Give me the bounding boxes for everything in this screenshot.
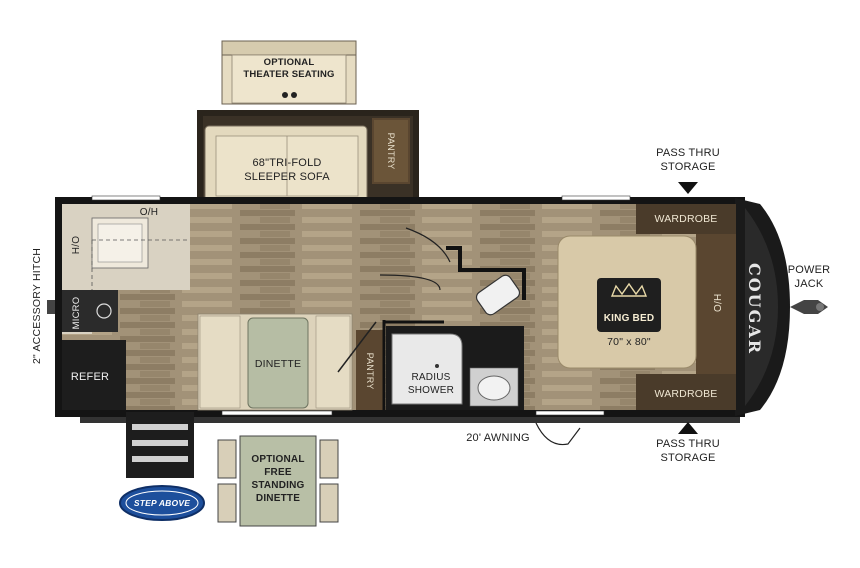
- theater-seating-label: OPTIONAL THEATER SEATING: [232, 57, 346, 81]
- step-above-logo: [119, 485, 205, 521]
- step-above-text: STEP ABOVE: [133, 498, 191, 508]
- arrow-up-icon: [678, 422, 698, 434]
- bedroom: [557, 204, 736, 410]
- toilet: [477, 375, 511, 401]
- pantry-mid-label: PANTRY: [365, 352, 375, 390]
- optional-dinette-line4: DINETTE: [255, 493, 301, 504]
- theater-seating-line1: OPTIONAL: [263, 57, 315, 68]
- sofa-line2: SLEEPER SOFA: [244, 171, 330, 183]
- awning-label: 20' AWNING: [466, 432, 530, 444]
- burner-icon: [96, 303, 112, 319]
- refrigerator: [62, 340, 126, 410]
- cupholder-icon: [282, 92, 288, 98]
- dinette-area: [197, 313, 353, 411]
- cupholder-icon: [291, 92, 297, 98]
- king-bed-badge: [597, 278, 661, 332]
- entry-steps: [126, 412, 194, 478]
- slideout: [197, 110, 419, 212]
- power-jack-line2: JACK: [794, 278, 824, 290]
- wardrobe-bottom-label: WARDROBE: [654, 388, 718, 400]
- accessory-hitch-label: 2" ACCESSORY HITCH: [31, 247, 43, 365]
- pantry-top-label: PANTRY: [386, 132, 396, 170]
- frame-and-awning: [80, 417, 740, 446]
- pass-thru-storage-bottom: PASS THRU STORAGE: [640, 437, 736, 465]
- optional-dinette-label: OPTIONAL FREE STANDING DINETTE: [240, 453, 316, 505]
- power-jack-label: POWER JACK: [782, 263, 836, 291]
- pass-thru-bottom-line1: PASS THRU: [656, 438, 720, 450]
- king-bed-label: KING BED: [603, 313, 655, 324]
- bath-area: [337, 227, 526, 410]
- power-jack-line1: POWER: [787, 264, 831, 276]
- pass-thru-top-line1: PASS THRU: [656, 147, 720, 159]
- kitchen-oh-label: O/H: [139, 207, 159, 218]
- bed-ho-label: H/O: [711, 293, 722, 313]
- microwave-cooktop: [62, 290, 118, 332]
- kitchen: [62, 204, 190, 410]
- wardrobe-top-label: WARDROBE: [654, 213, 718, 225]
- micro-label: MICRO: [71, 296, 82, 330]
- optional-dinette-line1: OPTIONAL: [251, 454, 305, 465]
- pass-thru-storage-top: PASS THRU STORAGE: [640, 146, 736, 174]
- optional-theater-seating: [221, 40, 357, 105]
- sofa-line1: 68"TRI-FOLD: [252, 157, 322, 169]
- radius-shower: [391, 333, 463, 405]
- cougar-brand: COUGAR: [745, 263, 764, 355]
- hitch-and-jack: [47, 300, 828, 314]
- sofa-label: 68"TRI-FOLD SLEEPER SOFA: [216, 156, 358, 184]
- radius-shower-label: RADIUS SHOWER: [396, 371, 466, 397]
- optional-dinette-line2: FREE: [264, 467, 292, 478]
- dinette-label: DINETTE: [254, 358, 302, 370]
- refer-label: REFER: [70, 371, 110, 383]
- pass-thru-top-line2: STORAGE: [660, 161, 716, 173]
- overhead-cabinet: [696, 234, 736, 374]
- shower-line2: SHOWER: [407, 385, 455, 396]
- wardrobe-top: [636, 204, 736, 234]
- dinette-table: [247, 317, 309, 409]
- wardrobe-bottom: [636, 374, 736, 410]
- pass-thru-bottom-line2: STORAGE: [660, 452, 716, 464]
- optional-dinette-line3: STANDING: [251, 480, 305, 491]
- shower-line1: RADIUS: [411, 372, 451, 383]
- bed-size-label: 70" x 80": [607, 336, 651, 348]
- crown-icon: [610, 282, 648, 297]
- theater-seating-line2: THEATER SEATING: [243, 69, 335, 80]
- recliner-chair: [475, 274, 521, 316]
- arrow-down-icon: [678, 182, 698, 194]
- kitchen-ho-label: H/O: [71, 235, 82, 255]
- optional-free-standing-dinette: [217, 435, 339, 527]
